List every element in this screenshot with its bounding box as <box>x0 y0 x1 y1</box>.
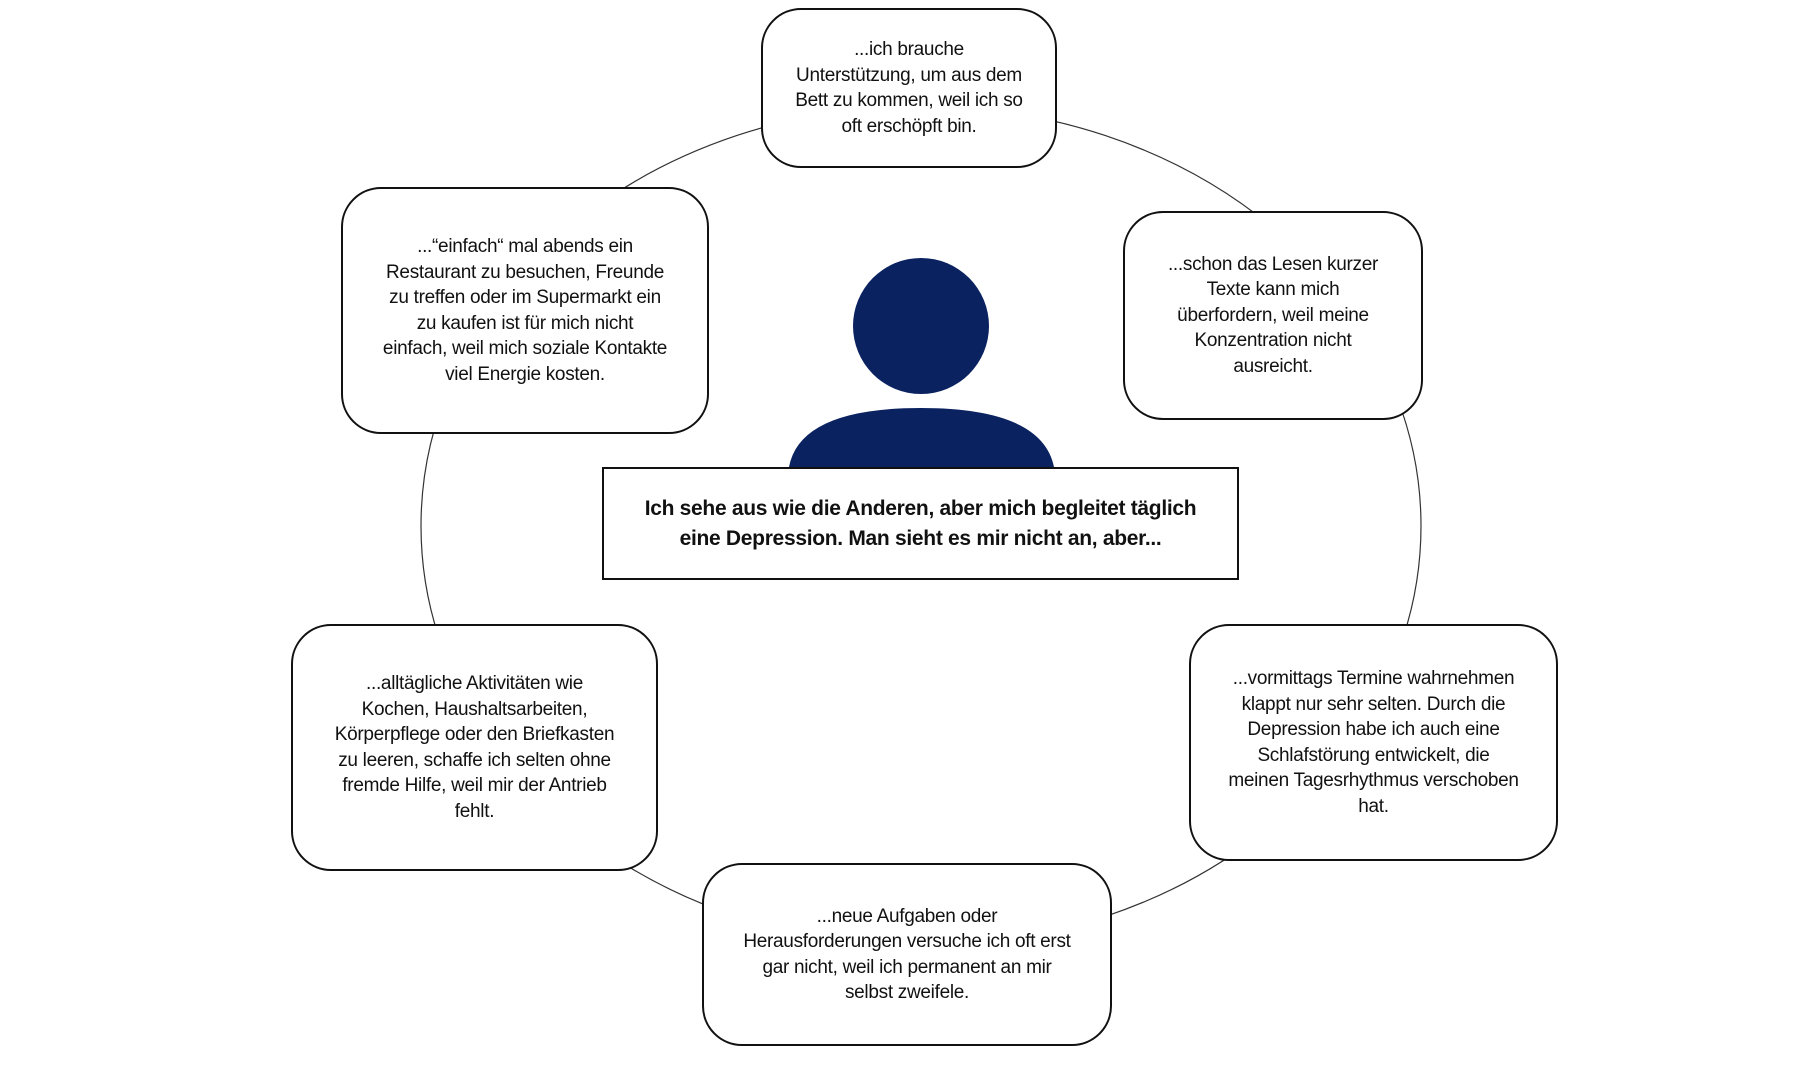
statement-line: zu kaufen ist für mich nicht <box>416 312 634 334</box>
statement-line: Schlafstörung entwickelt, die <box>1257 744 1490 766</box>
person-head <box>853 258 989 394</box>
central-statement-line: Ich sehe aus wie die Anderen, aber mich … <box>644 496 1197 520</box>
statement-line: ...neue Aufgaben oder <box>816 905 998 927</box>
statement-line: Körperpflege oder den Briefkasten <box>334 724 615 745</box>
person-body <box>789 408 1054 467</box>
statement-line: Kochen, Haushaltsarbeiten, <box>361 698 588 720</box>
statement-line: zu treffen oder im Supermarkt ein <box>389 287 661 308</box>
statement-line: klappt nur sehr selten. Durch die <box>1241 693 1506 715</box>
statement-line: Konzentration nicht <box>1194 330 1352 352</box>
statement-line: ...ich brauche <box>854 39 964 60</box>
statement-line: viel Energie kosten. <box>445 363 605 385</box>
statement-line: hat. <box>1358 795 1389 817</box>
statement-line: selbst zweifele. <box>844 982 970 1003</box>
statement-line: Restaurant zu besuchen, Freunde <box>386 261 664 283</box>
statement-line: Unterstützung, um aus dem <box>796 64 1022 86</box>
central-statement-box: Ich sehe aus wie die Anderen, aber mich … <box>602 467 1239 580</box>
statement-line: Texte kann mich <box>1206 279 1340 301</box>
statement-line: fremde Hilfe, weil mir der Antrieb <box>342 775 607 796</box>
statement-line: ...vormittags Termine wahrnehmen <box>1232 668 1515 689</box>
statement-line: oft erschöpft bin. <box>841 115 977 137</box>
statement-line: ausreicht. <box>1233 355 1313 377</box>
statement-line: Bett zu kommen, weil ich so <box>795 90 1023 111</box>
statement-line: einfach, weil mich soziale Kontakte <box>382 338 668 359</box>
statement-line: überfordern, weil meine <box>1177 304 1369 326</box>
statement-line: fehlt. <box>454 800 495 822</box>
statement-line: Herausforderungen versuche ich oft erst <box>743 931 1071 952</box>
central-statement-line: eine Depression. Man sieht es mir nicht … <box>679 526 1162 550</box>
statement-line: zu leeren, schaffe ich selten ohne <box>338 749 611 771</box>
statement-line: ...schon das Lesen kurzer <box>1167 253 1379 275</box>
statement-line: gar nicht, weil ich permanent an mir <box>762 956 1052 978</box>
statement-line: ...alltägliche Aktivitäten wie <box>365 673 583 694</box>
statement-line: Depression habe ich auch eine <box>1247 719 1500 740</box>
statement-line: ...“einfach“ mal abends ein <box>417 236 633 257</box>
statement-box-bottom-right: ...vormittags Termine wahrnehmen klappt n… <box>1189 624 1558 861</box>
statement-line: meinen Tagesrhythmus verschoben <box>1228 770 1519 791</box>
